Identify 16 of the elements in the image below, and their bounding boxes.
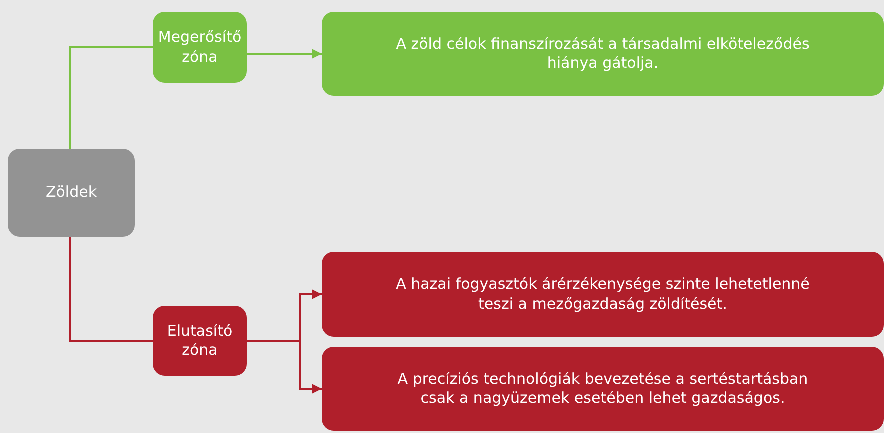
node-label: A zöld célok finanszírozását a társadalmi elköteleződés hiánya gátolja.: [395, 34, 811, 74]
node-label: Zöldek: [46, 183, 98, 203]
statement-box: [322, 252, 884, 337]
zone-box: [153, 306, 247, 376]
connector-line: [69, 46, 153, 149]
statement-box: [322, 12, 884, 96]
node-label: A precíziós technológiák bevezetése a sertéstartásban csak a nagyüzemek esetében lehet gazdaságos.: [396, 370, 810, 408]
arrow: [247, 49, 322, 59]
zone-box: [153, 12, 247, 83]
node-label: A hazai fogyasztók árérzékenysége szinte lehetetlenné teszi a mezőgazdaság zöldítését.: [395, 275, 811, 314]
node-label: Elutasító zóna: [166, 322, 234, 360]
node-label: Megerősítő zóna: [158, 28, 242, 67]
statement-box: [322, 347, 884, 431]
root-box: [8, 149, 135, 237]
connector-line: [69, 237, 153, 342]
arrow: [247, 340, 322, 394]
